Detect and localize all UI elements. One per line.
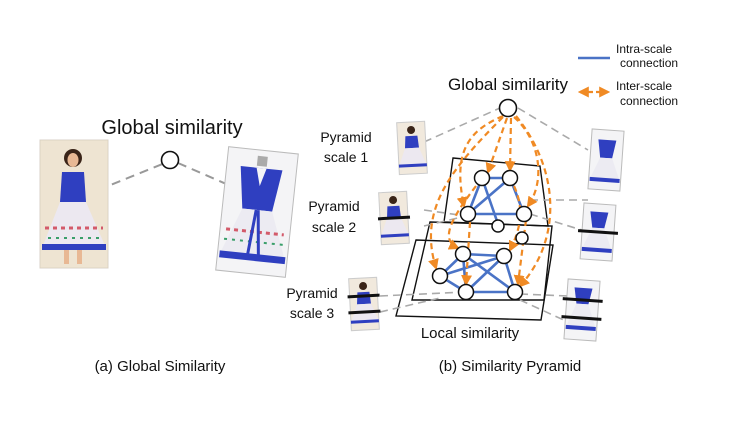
legend-intra-line2: connection — [620, 56, 678, 70]
scale-1-nodes — [459, 169, 533, 223]
panel-a-global-node — [160, 150, 180, 170]
thumb-dress-scale-2 — [577, 202, 619, 262]
local-similarity-label: Local similarity — [421, 325, 520, 342]
thumb-model-scale-3 — [347, 276, 381, 332]
thumb-model-scale-1 — [396, 120, 428, 176]
panel-a-caption: (a) Global Similarity — [95, 358, 226, 375]
intra-scale-edges — [439, 176, 526, 294]
panel-b: Global similarity — [286, 75, 625, 375]
scale-1-label-line1: Pyramid — [320, 129, 371, 145]
panel-a-dashed-link-left — [97, 162, 166, 191]
legend-intra-line1: Intra-scale — [616, 42, 672, 56]
panel-b-title: Global similarity — [448, 75, 568, 94]
panel-b-caption: (b) Similarity Pyramid — [439, 358, 582, 375]
scale-1-label-line2: scale 1 — [324, 149, 369, 165]
scale-3-nodes — [431, 245, 524, 301]
panel-a-title: Global similarity — [101, 117, 242, 139]
panel-a-photo-model — [39, 139, 109, 269]
scale-2-label-line2: scale 2 — [312, 219, 357, 235]
legend-inter-line2: connection — [620, 94, 678, 108]
thumb-dress-scale-1 — [587, 128, 625, 192]
scale-2-label-line1: Pyramid — [308, 198, 359, 214]
scale-3-label-line2: scale 3 — [290, 305, 335, 321]
pyramid-plane-scale-2 — [411, 221, 553, 301]
legend: Intra-scale connection Inter-scale conne… — [577, 42, 678, 108]
thumb-model-scale-2 — [377, 190, 411, 246]
scale-2-nodes — [491, 219, 529, 245]
panel-a-photo-dress — [215, 146, 299, 278]
pyramid-global-node — [498, 98, 518, 118]
thumb-dress-scale-3 — [561, 278, 603, 342]
scale-3-label-line1: Pyramid — [286, 285, 337, 301]
panel-a-dashed-link-right — [177, 162, 241, 191]
inter-scale-edges — [428, 114, 552, 288]
legend-inter-line1: Inter-scale — [616, 79, 672, 93]
panel-a: Global similarity — [39, 117, 299, 375]
pyramid-plane-scale-3 — [395, 239, 554, 321]
